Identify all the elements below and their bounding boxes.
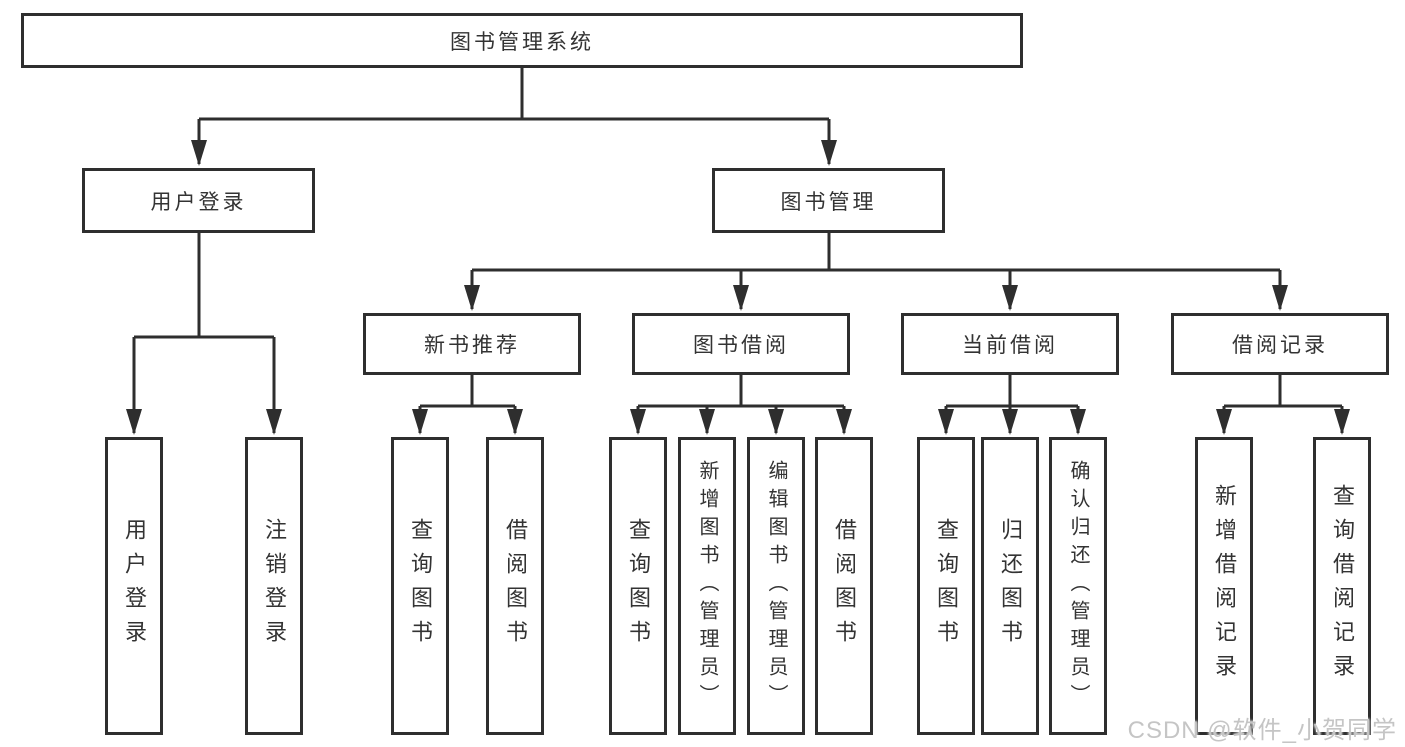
leaf-borrow-books-label: 借阅图书: [832, 518, 857, 654]
leaf-add-book-admin-label: 新增图书（管理员）: [696, 460, 718, 712]
node-current-borrow: 当前借阅: [901, 313, 1119, 375]
leaf-query-books-recommend-label: 查询图书: [408, 518, 433, 654]
node-new-book-recommend: 新书推荐: [363, 313, 581, 375]
node-user-login: 用户登录: [82, 168, 315, 233]
leaf-confirm-return-admin-label: 确认归还（管理员）: [1067, 460, 1089, 712]
leaf-return-books: 归还图书: [981, 437, 1039, 735]
leaf-add-book-admin: 新增图书（管理员）: [678, 437, 736, 735]
leaf-user-login: 用户登录: [105, 437, 163, 735]
leaf-query-books-recommend: 查询图书: [391, 437, 449, 735]
leaf-query-books-current-label: 查询图书: [934, 518, 959, 654]
leaf-borrow-books-recommend: 借阅图书: [486, 437, 544, 735]
node-borrow-records: 借阅记录: [1171, 313, 1389, 375]
leaf-query-borrow-record-label: 查询借阅记录: [1330, 484, 1355, 688]
leaf-add-borrow-record-label: 新增借阅记录: [1212, 484, 1237, 688]
leaf-edit-book-admin: 编辑图书（管理员）: [747, 437, 805, 735]
csdn-watermark: CSDN @软件_小贺同学: [1127, 717, 1397, 744]
node-book-borrow: 图书借阅: [632, 313, 850, 375]
leaf-query-books-borrow-label: 查询图书: [626, 518, 651, 654]
leaf-borrow-books: 借阅图书: [815, 437, 873, 735]
leaf-logout-label: 注销登录: [262, 518, 287, 654]
leaf-query-books-borrow: 查询图书: [609, 437, 667, 735]
leaf-query-borrow-record: 查询借阅记录: [1313, 437, 1371, 735]
leaf-user-login-label: 用户登录: [122, 518, 147, 654]
leaf-edit-book-admin-label: 编辑图书（管理员）: [765, 460, 787, 712]
leaf-add-borrow-record: 新增借阅记录: [1195, 437, 1253, 735]
node-book-management: 图书管理: [712, 168, 945, 233]
leaf-confirm-return-admin: 确认归还（管理员）: [1049, 437, 1107, 735]
root-node-system-title: 图书管理系统: [21, 13, 1023, 68]
leaf-logout: 注销登录: [245, 437, 303, 735]
leaf-borrow-books-recommend-label: 借阅图书: [503, 518, 528, 654]
leaf-return-books-label: 归还图书: [998, 518, 1023, 654]
leaf-query-books-current: 查询图书: [917, 437, 975, 735]
